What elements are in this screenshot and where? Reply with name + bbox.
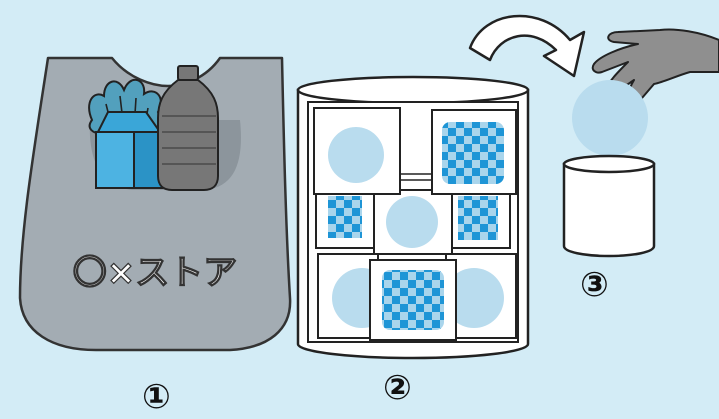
tub-top-right <box>432 110 516 194</box>
tub-top-left <box>314 108 400 194</box>
tub-bottom-center <box>370 260 456 340</box>
bag-text: 〇×ストア <box>73 253 238 293</box>
label-two: ② <box>383 371 412 405</box>
label-three: ③ <box>580 268 609 302</box>
curved-arrow-icon <box>470 16 584 76</box>
tub-back-left <box>316 186 374 248</box>
open-tub-icon <box>564 156 654 256</box>
tub-back-right <box>452 186 510 248</box>
lid-icon <box>572 80 648 156</box>
milk-carton-icon <box>96 112 162 188</box>
tub-middle <box>374 190 452 254</box>
label-one: ① <box>142 380 171 414</box>
